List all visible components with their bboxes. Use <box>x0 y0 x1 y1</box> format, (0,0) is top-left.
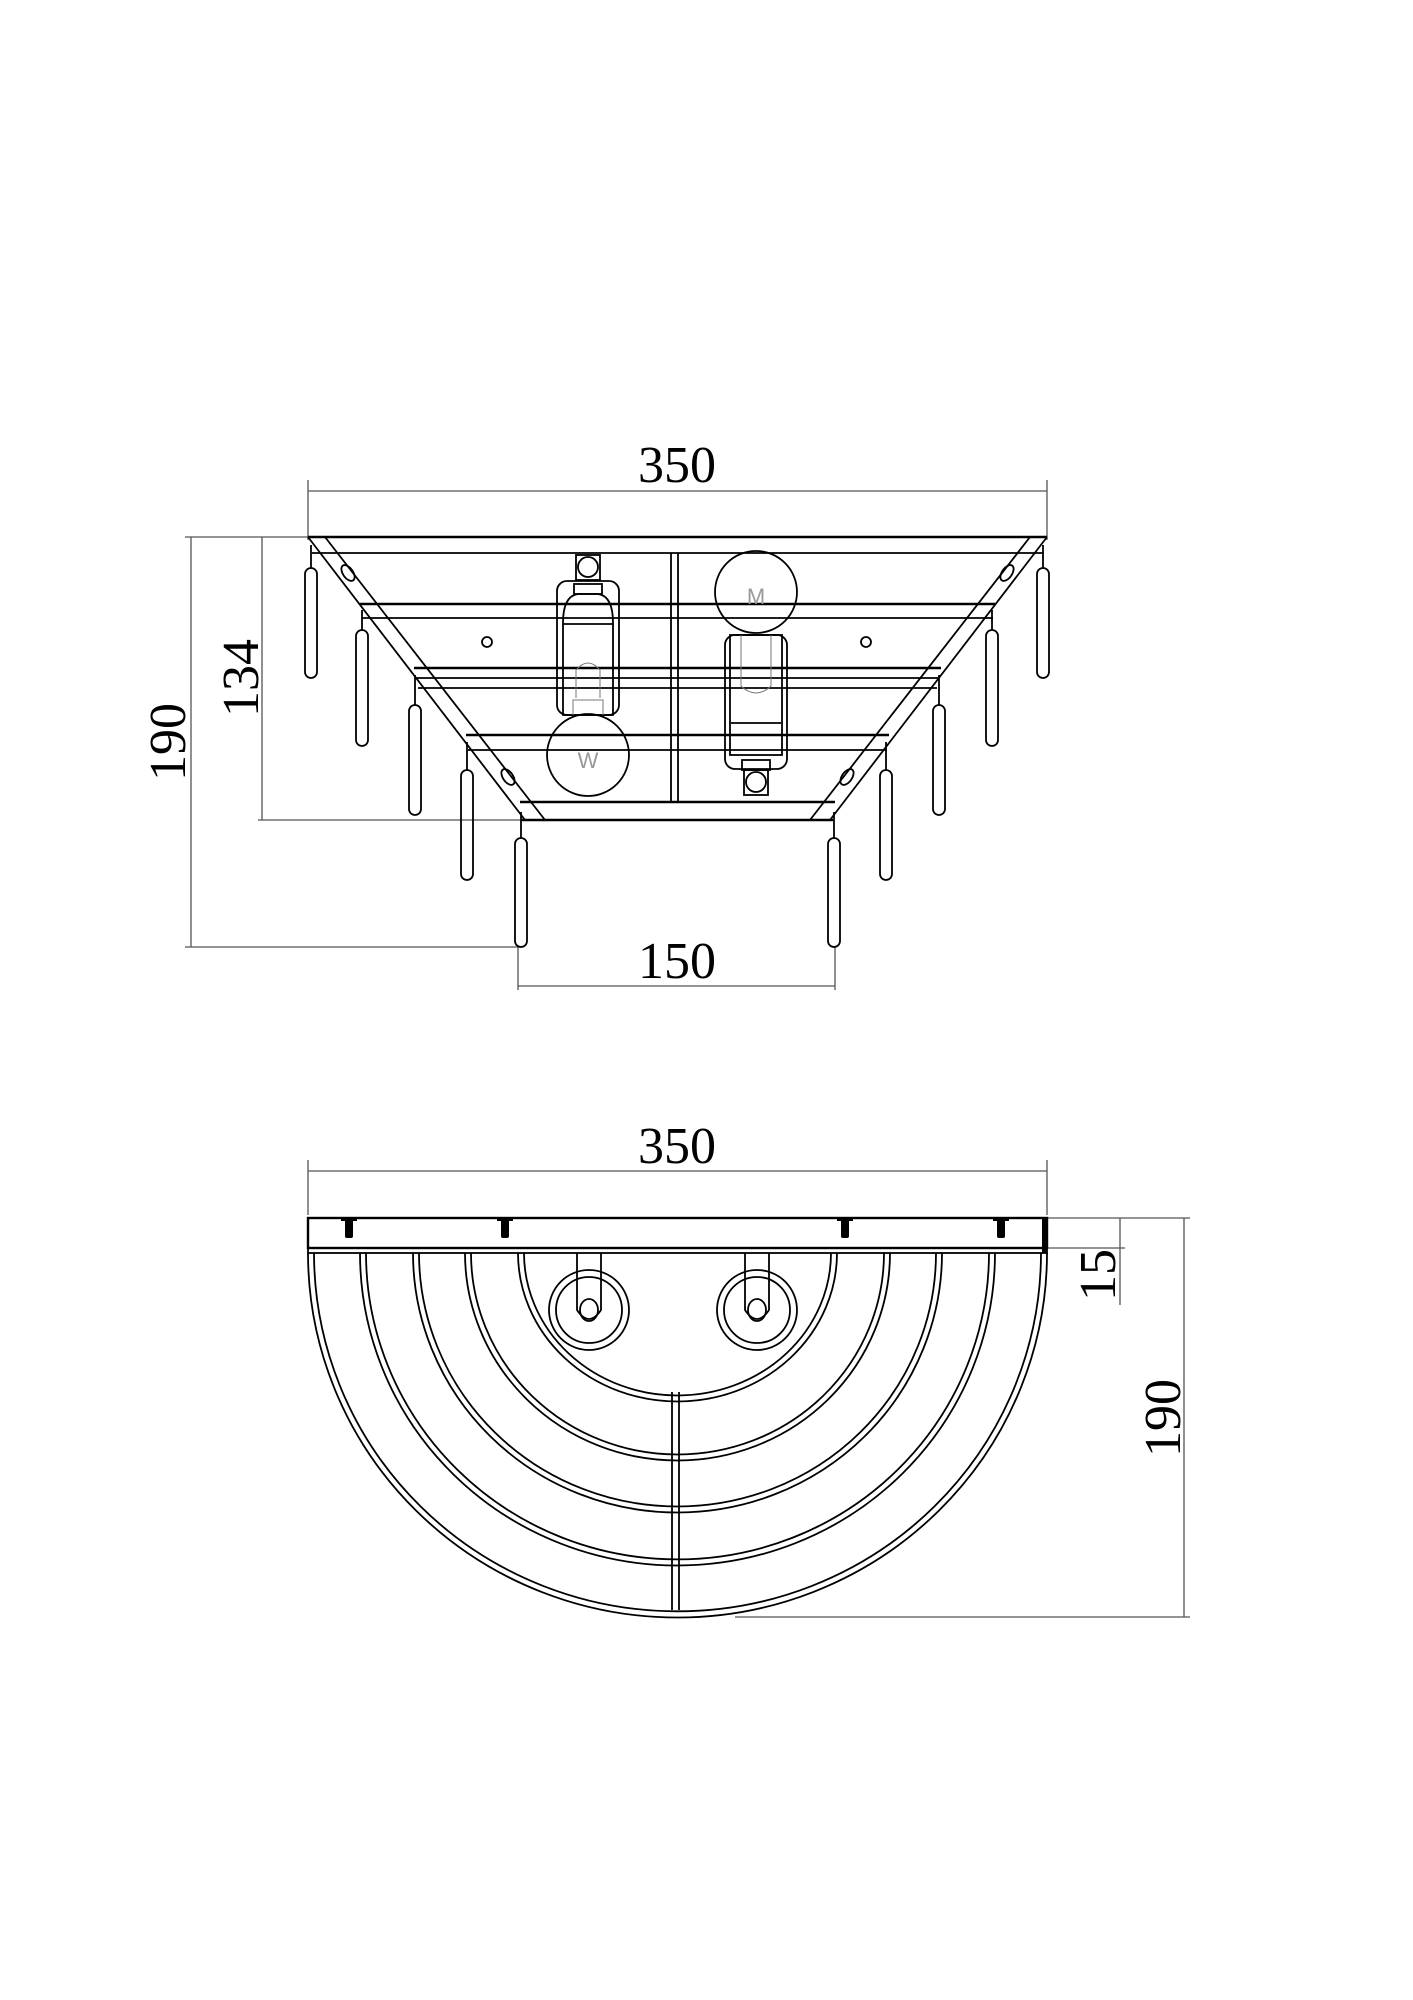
front-frame-height-dimension: 134 <box>213 537 525 821</box>
crystal-rod <box>985 610 999 747</box>
frame-arcs <box>307 1252 1048 1619</box>
center-post <box>670 553 679 802</box>
crystal-rod <box>932 675 946 816</box>
crystal-rods <box>304 545 1050 948</box>
front-bottom-width-dimension: 150 <box>517 933 836 990</box>
center-spine <box>671 1392 680 1610</box>
top-width-label: 350 <box>638 1118 716 1175</box>
front-frame-height-label: 134 <box>213 639 270 717</box>
front-total-height-label: 190 <box>140 703 197 781</box>
screw-icon <box>497 1217 513 1238</box>
front-view: 350 190 134 150 <box>140 437 1050 990</box>
bulb-right-mark: M <box>747 584 765 609</box>
front-width-label: 350 <box>638 437 716 494</box>
plate-thickness-dimension: 15 <box>1047 1217 1190 1305</box>
crystal-rod <box>827 812 841 948</box>
screw-icon <box>993 1217 1009 1238</box>
front-total-height-dimension: 190 <box>140 536 520 948</box>
crystal-rod <box>514 812 528 948</box>
front-width-dimension: 350 <box>307 437 1048 540</box>
screw-icon <box>341 1217 357 1238</box>
top-view: 350 15 190 <box>306 1118 1192 1619</box>
bulb-left-mark: W <box>578 748 599 773</box>
front-bottom-width-label: 150 <box>638 933 716 990</box>
bulb-left: W <box>546 554 630 797</box>
socket-right <box>716 1253 798 1351</box>
depth-label: 190 <box>1135 1379 1192 1457</box>
depth-dimension: 190 <box>735 1218 1192 1618</box>
crystal-rod <box>304 545 318 679</box>
crystal-rod <box>408 675 422 816</box>
crystal-rod <box>355 610 369 747</box>
crystal-rod <box>1036 545 1050 679</box>
plate-thickness-label: 15 <box>1070 1249 1127 1301</box>
bulb-right: M <box>714 550 798 796</box>
socket-left <box>548 1253 630 1351</box>
wall-plate <box>306 1216 1049 1254</box>
crystal-rod <box>460 742 474 881</box>
crystal-rod <box>879 742 893 881</box>
screw-icon <box>837 1217 853 1238</box>
top-width-dimension: 350 <box>307 1118 1048 1215</box>
